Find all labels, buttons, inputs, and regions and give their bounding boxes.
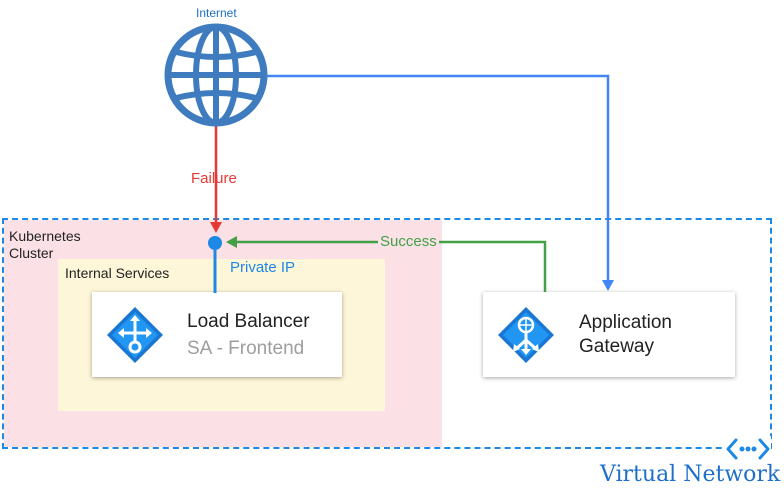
kubernetes-cluster-label: Kubernetes Cluster: [9, 228, 81, 262]
load-balancer-title: Load Balancer: [187, 311, 310, 332]
failure-arrowhead: [210, 222, 222, 233]
internal-services-label: Internal Services: [65, 265, 170, 281]
application-gateway-icon: [497, 306, 555, 364]
load-balancer-icon: [106, 306, 164, 364]
application-gateway-title-line1: Application: [579, 312, 672, 333]
application-gateway-card[interactable]: Application Gateway: [483, 292, 735, 377]
success-connector: [236, 240, 547, 292]
virtual-network-label: Virtual Network: [600, 462, 781, 487]
success-label: Success: [378, 233, 439, 250]
load-balancer-subtitle: SA - Frontend: [187, 338, 305, 359]
globe-icon: [163, 22, 269, 128]
internet-to-gateway-connector: [255, 74, 610, 283]
vnet-icon: [725, 436, 771, 462]
internet-label: Internet: [196, 6, 237, 20]
failure-label: Failure: [191, 170, 237, 187]
load-balancer-card[interactable]: Load Balancer SA - Frontend: [92, 292, 342, 377]
kubernetes-label-line2: Cluster: [9, 245, 54, 261]
private-ip-dot: [208, 236, 222, 250]
internet-to-gateway-arrowhead: [602, 280, 614, 291]
application-gateway-title-line2: Gateway: [579, 336, 654, 357]
private-ip-label: Private IP: [230, 259, 296, 276]
kubernetes-label-line1: Kubernetes: [9, 228, 81, 244]
virtual-network-boundary: [2, 218, 772, 449]
success-arrowhead: [226, 236, 237, 248]
